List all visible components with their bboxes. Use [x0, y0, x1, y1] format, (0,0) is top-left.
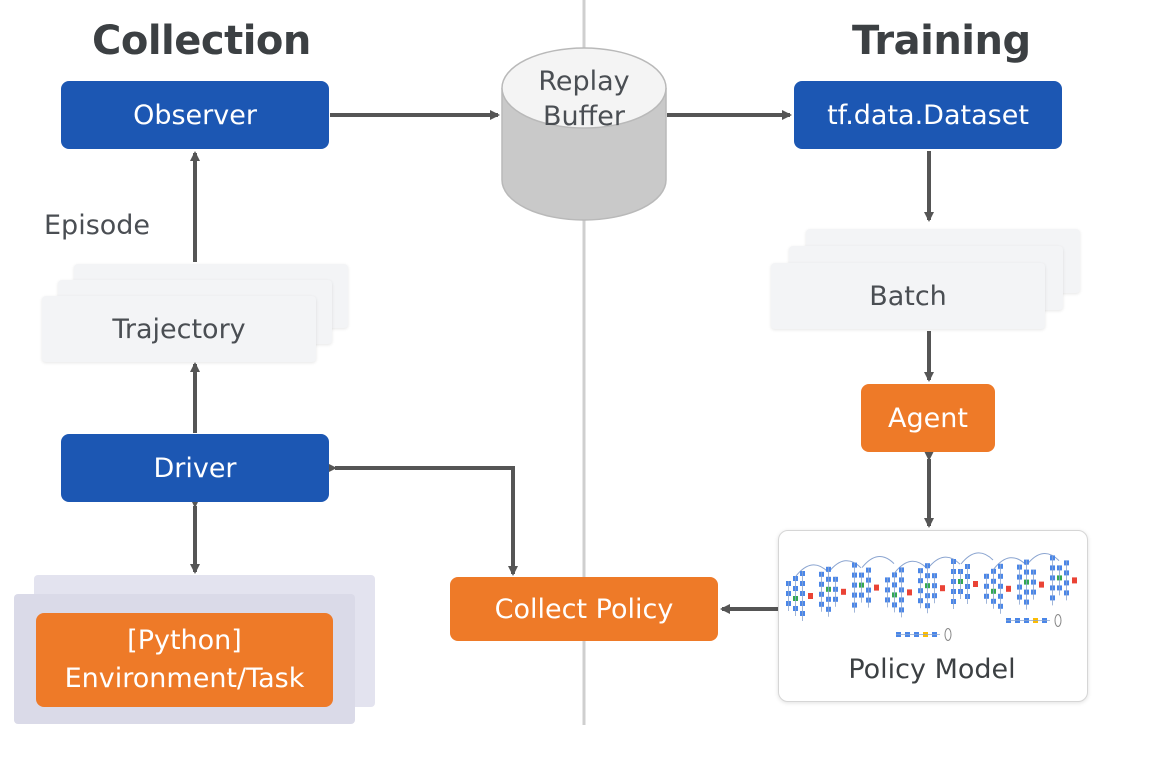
episode-label: Episode: [44, 210, 151, 241]
collect-policy-node: Collect Policy: [450, 577, 718, 641]
nn-concat-4: [940, 585, 945, 592]
nn-edge: [993, 557, 1027, 570]
batch-stack-front: [771, 263, 1045, 329]
nn-edge: [795, 564, 829, 577]
nn-concat-8: [1072, 577, 1077, 584]
nn-concat-1: [841, 588, 846, 595]
dataset-node: tf.data.Dataset: [794, 81, 1062, 149]
replay-label-line-1: Replay: [538, 66, 630, 97]
trajectory-label: Trajectory: [112, 313, 246, 345]
observer-node: Observer: [61, 81, 329, 149]
replay-buffer-cylinder: [501, 47, 667, 221]
environment-line-1: [Python]: [127, 625, 242, 656]
neural-network-graphic: [786, 552, 1077, 641]
environment-line-2: Environment/Task: [64, 663, 305, 694]
nn-edge: [828, 560, 862, 573]
environment-task-node: [Python] Environment/Task: [36, 613, 333, 707]
training-heading: Training: [852, 18, 1031, 64]
nn-edge: [960, 552, 994, 565]
trajectory-stack-front: [42, 296, 316, 362]
replay-buffer-label: Replay Buffer: [500, 64, 668, 134]
nn-concat-6: [1006, 585, 1011, 592]
batch-label: Batch: [869, 280, 947, 312]
agent-node: Agent: [861, 384, 995, 452]
nn-concat-0: [808, 593, 813, 599]
nn-concat-2: [874, 584, 879, 591]
replay-label-line-2: Buffer: [543, 101, 625, 132]
nn-edge: [927, 556, 961, 569]
policy-model-label: Policy Model: [848, 654, 1016, 685]
nn-aux-output: [944, 628, 952, 641]
policy-model-card: [778, 530, 1088, 702]
nn-concat-5: [973, 581, 978, 587]
nn-aux-output: [1054, 614, 1062, 627]
arrow-driver-collect-policy: [327, 463, 518, 576]
collection-heading: Collection: [92, 18, 311, 64]
nn-concat-7: [1039, 581, 1044, 588]
driver-node: Driver: [61, 434, 329, 502]
nn-concat-3: [907, 589, 912, 596]
nn-edge: [894, 560, 928, 573]
nn-edge: [861, 556, 895, 568]
nn-edge: [1026, 553, 1060, 565]
